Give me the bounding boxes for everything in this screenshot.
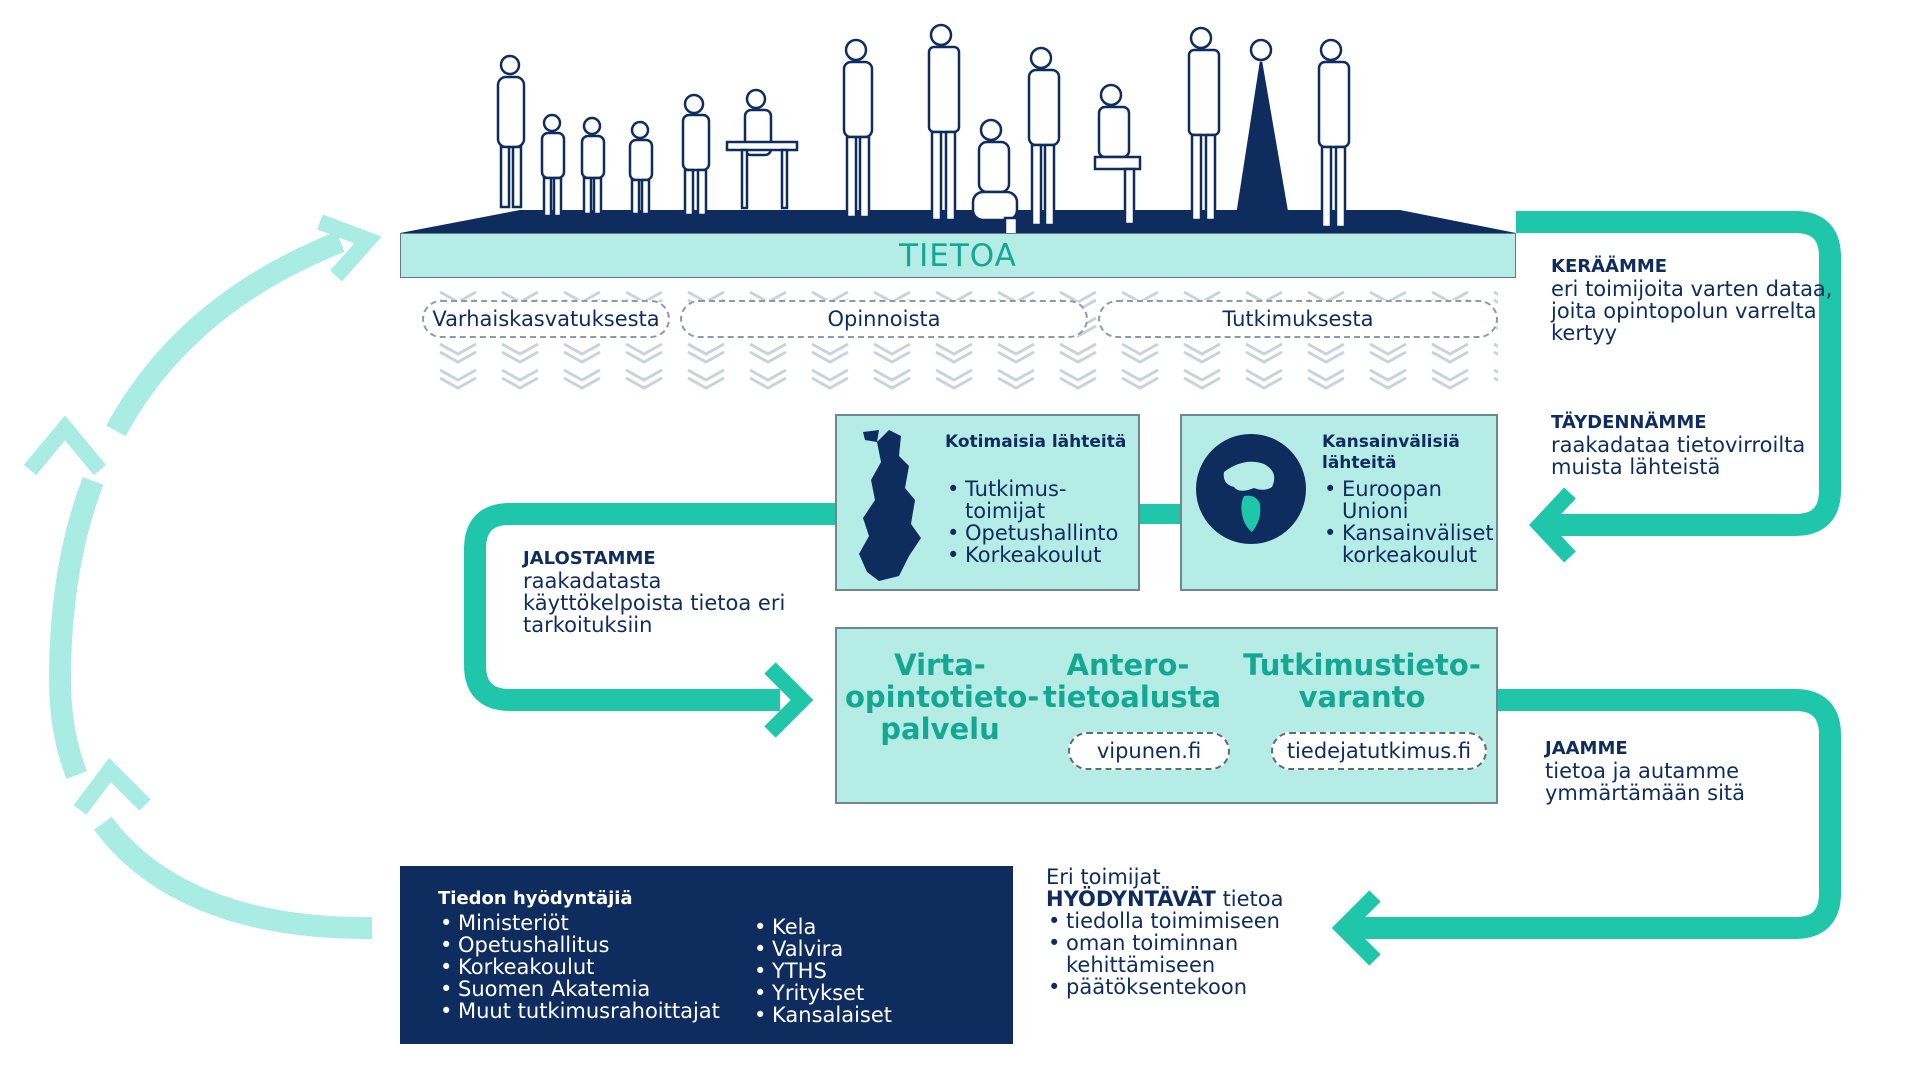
people-illustration: [496, 23, 1351, 260]
service-virta-title: Virta-opintotieto-palvelu: [845, 648, 1040, 746]
list-item: Muut tutkimusrahoittajat: [438, 1000, 728, 1022]
collect-arrowhead: [1529, 487, 1576, 563]
list-item: Korkeakoulut: [438, 956, 728, 978]
list-item: Opetushallinto: [945, 522, 1135, 544]
list-item: Kela: [752, 916, 972, 938]
service-tutkimustieto-title: Tutkimustieto-varanto: [1243, 648, 1481, 714]
users-title: Tiedon hyödyntäjiä: [438, 888, 633, 909]
refine-arrowhead: [764, 662, 814, 738]
source-pill-studies: Opinnoista: [680, 300, 1088, 338]
step-collect: KERÄÄMME eri toimijoita varten dataa, jo…: [1551, 256, 1851, 344]
step-refine-text: raakadatasta käyttökelpoista tietoa eri …: [523, 569, 786, 637]
list-item: Suomen Akatemia: [438, 978, 728, 1000]
domestic-sources-box: Kotimaisia lähteitä Tutkimus-toimijat Op…: [835, 414, 1140, 591]
share-arrowhead: [1331, 890, 1381, 966]
list-item: Euroopan Unioni: [1322, 478, 1497, 522]
cycle-arrowhead-3: [73, 757, 151, 815]
list-item: Kansainväliset korkeakoulut: [1322, 522, 1497, 566]
step-utilize: Eri toimijat HYÖDYNTÄVÄT tietoa tiedolla…: [1046, 866, 1306, 998]
list-item: oman toiminnan kehittämiseen: [1046, 932, 1306, 976]
international-title: Kansainvälisiä lähteitä: [1322, 432, 1460, 473]
data-users-box: Tiedon hyödyntäjiä Ministeriöt Opetushal…: [400, 866, 1013, 1044]
services-box: Virta-opintotieto-palvelu Antero-tietoal…: [835, 627, 1498, 804]
step-refine-heading: JALOSTAMME: [523, 548, 656, 569]
step-share-heading: JAAMME: [1545, 738, 1628, 759]
cycle-arrow-arc: [48, 229, 373, 940]
step-refine: JALOSTAMME raakadatasta käyttökelpoista …: [523, 548, 813, 636]
users-list-col2: Kela Valvira YTHS Yritykset Kansalaiset: [752, 916, 972, 1026]
step-utilize-heading-tail: tietoa: [1222, 887, 1284, 911]
step-complement: TÄYDENNÄMME raakadataa tietovirroilta mu…: [1551, 412, 1811, 478]
list-item: tiedolla toimimiseen: [1046, 910, 1306, 932]
list-item: Valvira: [752, 938, 972, 960]
step-share-text: tietoa ja autamme ymmärtämään sitä: [1545, 759, 1746, 805]
source-pill-research: Tutkimuksesta: [1098, 300, 1498, 338]
step-utilize-list: tiedolla toimimiseen oman toiminnan kehi…: [1046, 910, 1306, 998]
list-item: Korkeakoulut: [945, 544, 1135, 566]
list-item: Opetushallitus: [438, 934, 728, 956]
international-list: Euroopan Unioni Kansainväliset korkeakou…: [1322, 478, 1497, 566]
cycle-arrowhead-1: [317, 214, 382, 282]
cycle-arrowhead-2: [23, 415, 107, 476]
list-item: päätöksentekoon: [1046, 976, 1306, 998]
list-item: YTHS: [752, 960, 972, 982]
collect-arrow-path: [1516, 211, 1841, 536]
refine-arrow-path: [464, 503, 835, 711]
domestic-title: Kotimaisia lähteitä: [945, 432, 1127, 452]
service-antero-title: Antero-tietoalusta: [1043, 648, 1222, 714]
share-arrow-path: [1350, 689, 1841, 939]
source-pill-early-education: Varhaiskasvatuksesta: [422, 300, 670, 338]
tiedejatutkimus-link[interactable]: tiedejatutkimus.fi: [1271, 732, 1487, 770]
stage-platform: [400, 210, 1516, 233]
tietoa-bar: TIETOA: [400, 233, 1516, 278]
users-list-col1: Ministeriöt Opetushallitus Korkeakoulut …: [438, 912, 728, 1022]
step-complement-text: raakadataa tietovirroilta muista lähteis…: [1551, 433, 1806, 479]
step-complement-heading: TÄYDENNÄMME: [1551, 412, 1707, 433]
list-item: Yritykset: [752, 982, 972, 1004]
list-item: Kansalaiset: [752, 1004, 972, 1026]
step-share: JAAMME tietoa ja autamme ymmärtämään sit…: [1545, 738, 1785, 804]
step-utilize-intro: Eri toimijat: [1046, 865, 1161, 889]
step-collect-text: eri toimijoita varten dataa, joita opint…: [1551, 277, 1833, 345]
domestic-list: Tutkimus-toimijat Opetushallinto Korkeak…: [945, 478, 1135, 566]
international-sources-box: Kansainvälisiä lähteitä Euroopan Unioni …: [1180, 414, 1498, 591]
step-collect-heading: KERÄÄMME: [1551, 256, 1668, 277]
globe-icon: [1196, 434, 1306, 544]
finland-map-icon: [859, 430, 921, 581]
step-utilize-heading-line: HYÖDYNTÄVÄT tietoa: [1046, 888, 1306, 910]
list-item: Tutkimus-toimijat: [945, 478, 1135, 522]
vipunen-link[interactable]: vipunen.fi: [1068, 732, 1230, 770]
step-utilize-heading: HYÖDYNTÄVÄT: [1046, 887, 1216, 911]
list-item: Ministeriöt: [438, 912, 728, 934]
